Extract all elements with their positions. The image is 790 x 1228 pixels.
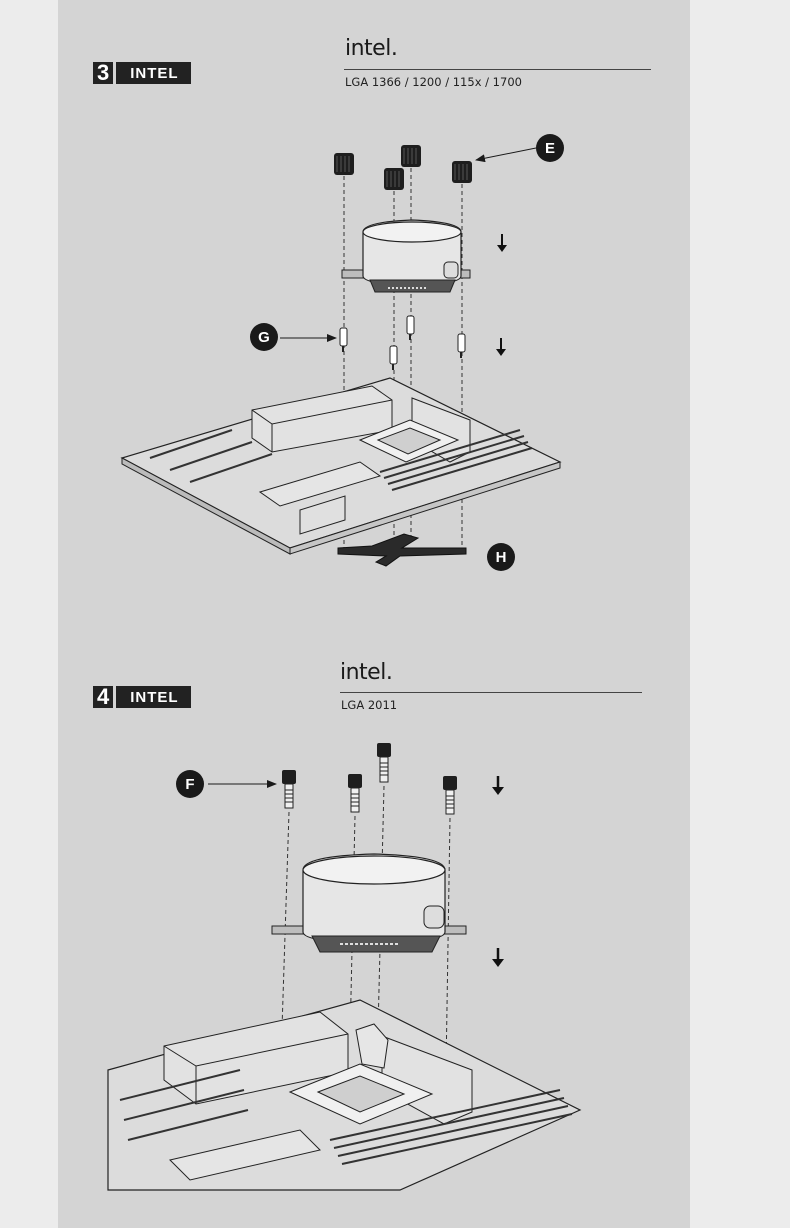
callout-arrow-icon	[475, 147, 537, 163]
standoff	[339, 327, 348, 352]
callout-h-circle	[487, 543, 515, 571]
thumb-screw	[377, 743, 391, 783]
callout-f-letter: F	[185, 776, 194, 793]
callout-g-circle	[250, 323, 278, 351]
step-4-intel-logo: intel.	[340, 660, 393, 685]
thumb-screw	[443, 776, 457, 815]
standoff	[457, 333, 466, 358]
step-3-badge: 3 INTEL	[93, 62, 191, 84]
step-4-label: INTEL	[130, 688, 179, 706]
step-3-number: 3	[93, 62, 117, 84]
step-4-number: 4	[93, 686, 117, 708]
callout-e-circle	[536, 134, 564, 162]
down-arrow-icon	[496, 338, 506, 356]
callout-e-letter: E	[545, 140, 555, 157]
step-3-header-rule	[344, 69, 651, 70]
pump-block	[271, 853, 467, 953]
callout-f-circle	[176, 770, 204, 798]
standoff	[389, 345, 398, 370]
step-3-label: INTEL	[130, 64, 179, 82]
down-arrow-icon	[492, 948, 504, 967]
thumb-nut	[334, 153, 354, 175]
step-3-socket-list: LGA 1366 / 1200 / 115x / 1700	[345, 75, 522, 89]
step-4-socket-list: LGA 2011	[341, 698, 398, 712]
thumb-nut	[401, 145, 421, 167]
down-arrow-icon	[492, 776, 504, 795]
thumb-screw	[282, 770, 296, 809]
thumb-nut	[452, 161, 472, 183]
callout-h-letter: H	[496, 549, 507, 566]
down-arrow-icon	[497, 234, 507, 252]
callout-g-letter: G	[258, 329, 270, 346]
standoff	[406, 315, 415, 340]
motherboard	[107, 999, 582, 1191]
motherboard	[120, 377, 562, 555]
step-4-header-rule	[340, 692, 642, 693]
step-4-badge: 4 INTEL	[93, 686, 191, 708]
pump-block	[341, 219, 471, 293]
thumb-nut	[384, 168, 404, 190]
step-3-intel-logo: intel.	[345, 36, 398, 61]
backplate	[337, 533, 467, 567]
thumb-screw	[348, 774, 362, 813]
step-3-diagram: E G H	[120, 134, 564, 571]
step-4-diagram: F	[107, 743, 582, 1191]
